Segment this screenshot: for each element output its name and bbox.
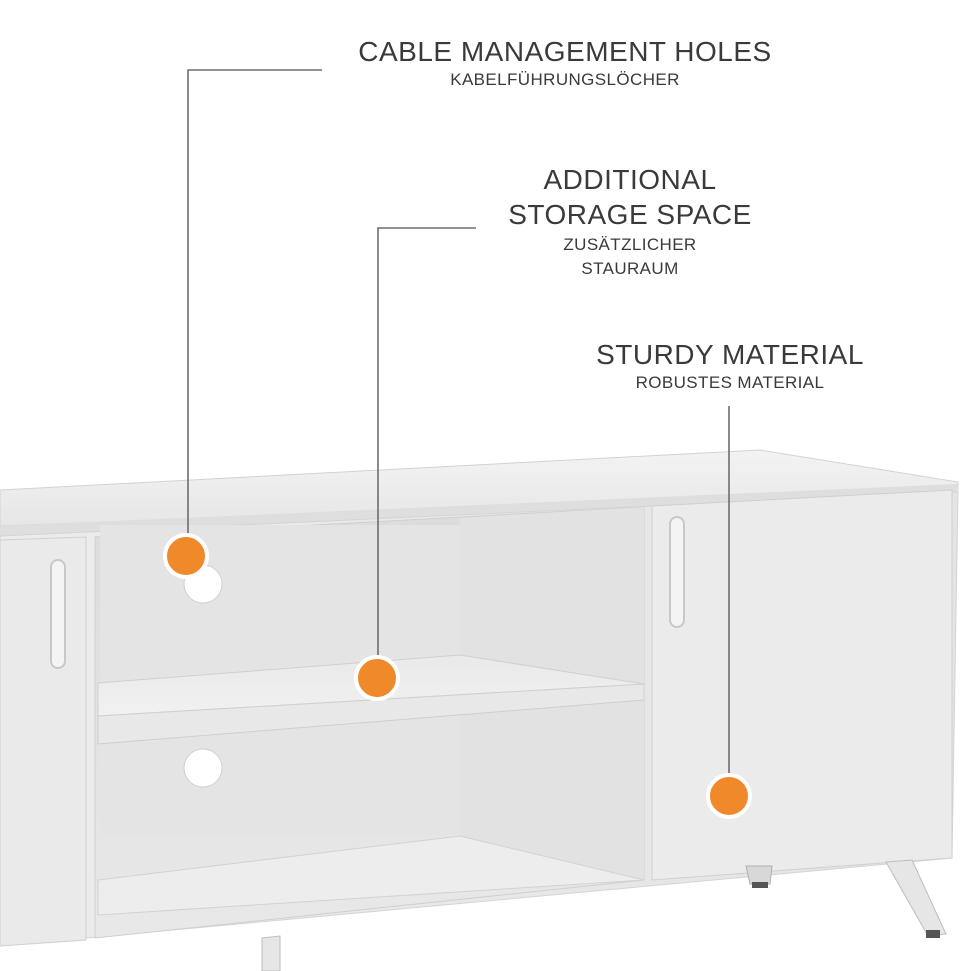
left-door-handle bbox=[50, 559, 66, 669]
callout-subtitle-line2: STAURAUM bbox=[581, 259, 679, 278]
middle-shelf-edge bbox=[97, 683, 645, 745]
marker-dot-cable bbox=[163, 533, 209, 579]
callout-subtitle: KABELFÜHRUNGSLÖCHER bbox=[450, 70, 680, 89]
leg-right-foot bbox=[926, 930, 940, 938]
leg-middle bbox=[745, 865, 773, 885]
leg-middle-foot bbox=[752, 882, 768, 888]
compartment-floor bbox=[97, 835, 645, 916]
leg-left bbox=[261, 935, 281, 971]
callout-title-line2: STORAGE SPACE bbox=[508, 199, 752, 230]
right-door bbox=[651, 489, 953, 881]
leg-right bbox=[885, 859, 947, 937]
callout-subtitle: ROBUSTES MATERIAL bbox=[635, 373, 825, 392]
callout-additional-storage: ADDITIONAL STORAGE SPACE ZUSÄTZLICHER ST… bbox=[460, 162, 800, 280]
callout-title: CABLE MANAGEMENT HOLES bbox=[358, 36, 772, 67]
cabinet-top-edge bbox=[0, 484, 958, 536]
marker-dot-material bbox=[706, 773, 752, 819]
leader-line-cable bbox=[187, 69, 322, 555]
callout-title: STURDY MATERIAL bbox=[596, 339, 864, 370]
marker-dot-storage bbox=[354, 655, 400, 701]
callout-title-line1: ADDITIONAL bbox=[543, 164, 717, 195]
cable-hole-lower bbox=[183, 748, 223, 788]
right-door-handle bbox=[669, 516, 685, 628]
leader-line-storage bbox=[377, 227, 476, 678]
callout-sturdy-material: STURDY MATERIAL ROBUSTES MATERIAL bbox=[560, 337, 900, 394]
callout-cable-management: CABLE MANAGEMENT HOLES KABELFÜHRUNGSLÖCH… bbox=[320, 34, 810, 91]
callout-subtitle-line1: ZUSÄTZLICHER bbox=[563, 235, 697, 254]
left-door bbox=[0, 536, 87, 947]
